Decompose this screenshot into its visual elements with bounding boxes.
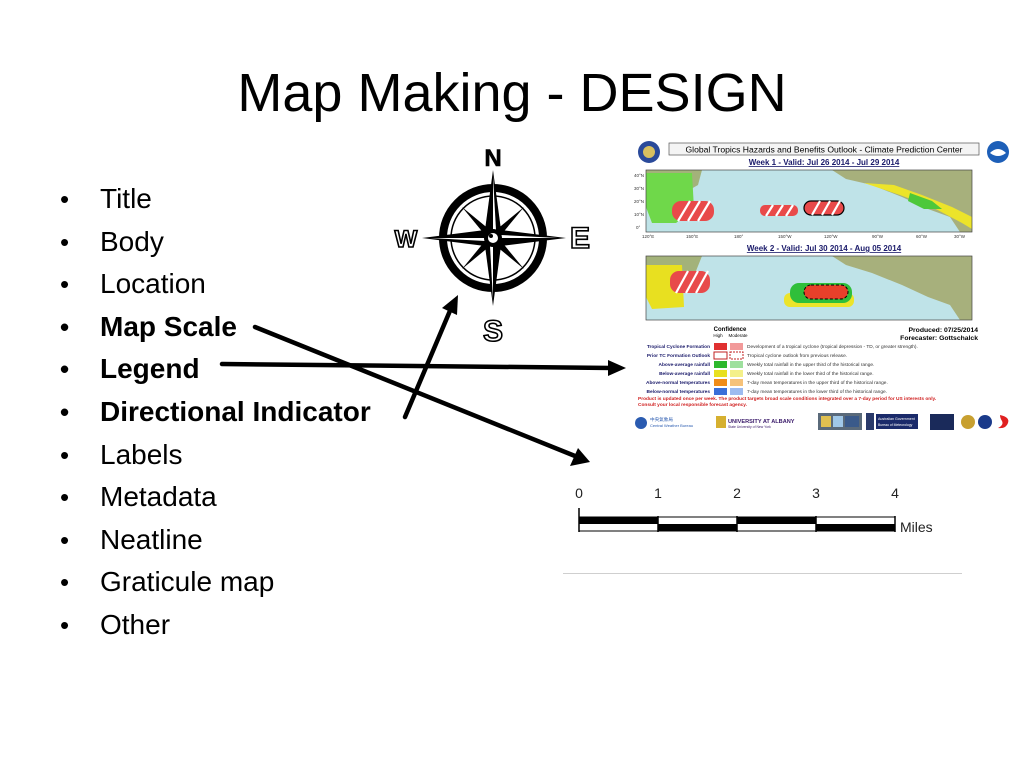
bullet-neatline: Neatline	[58, 519, 371, 562]
week2-map	[645, 255, 973, 321]
svg-text:90°W: 90°W	[872, 234, 884, 239]
produced-date: Produced: 07/25/2014	[908, 327, 978, 334]
bullet-list: Title Body Location Map Scale Legend Dir…	[58, 178, 371, 647]
compass-east-label: E	[570, 222, 590, 255]
bullet-map-scale: Map Scale	[58, 306, 371, 349]
compass-south-label: S	[483, 315, 503, 348]
divider-line	[563, 573, 962, 574]
bullet-graticule-map: Graticule map	[58, 561, 371, 604]
outlook-header: Global Tropics Hazards and Benefits Outl…	[685, 145, 962, 155]
svg-text:4: 4	[891, 485, 899, 501]
compass-star-icon	[422, 170, 566, 306]
bullet-location: Location	[58, 263, 371, 306]
ualbany-logo-icon	[716, 416, 726, 428]
slide-title: Map Making - DESIGN	[237, 63, 787, 123]
svg-text:0°: 0°	[636, 225, 641, 230]
svg-text:Development of a tropical cycl: Development of a tropical cyclone (tropi…	[747, 344, 918, 350]
svg-text:0: 0	[575, 485, 583, 501]
product-note: Product is updated once per week. The pr…	[638, 396, 936, 402]
confidence-moderate: Moderate	[728, 333, 748, 338]
svg-text:40°N: 40°N	[634, 173, 644, 178]
confidence-label: Confidence	[714, 327, 747, 333]
svg-text:2: 2	[733, 485, 741, 501]
hurricane-logo-icon	[998, 415, 1009, 429]
compass-north-label: N	[484, 145, 501, 172]
svg-text:150°W: 150°W	[778, 234, 792, 239]
svg-text:120°E: 120°E	[642, 234, 654, 239]
svg-text:中央氣象局: 中央氣象局	[650, 416, 673, 423]
compass-west-label: W	[395, 226, 418, 253]
svg-text:30°W: 30°W	[954, 234, 966, 239]
bullet-directional-indicator: Directional Indicator	[58, 391, 371, 434]
svg-text:60°W: 60°W	[916, 234, 928, 239]
svg-text:Australian Government: Australian Government	[878, 417, 915, 421]
svg-text:Above-average rainfall: Above-average rainfall	[659, 362, 710, 368]
scale-unit-label: Miles	[900, 519, 933, 535]
bullet-other: Other	[58, 604, 371, 647]
navy-seal-icon	[961, 415, 975, 429]
svg-text:3: 3	[812, 485, 820, 501]
compass-rose: N S E W	[394, 145, 591, 348]
svg-text:Weekly total rainfall in the l: Weekly total rainfall in the lower third…	[747, 371, 874, 377]
bullet-legend: Legend	[58, 348, 371, 391]
partner-logos: 中央氣象局 Central Weather Bureau UNIVERSITY …	[635, 413, 1009, 430]
svg-text:Bureau of Meteorology: Bureau of Meteorology	[878, 423, 913, 427]
svg-text:20°N: 20°N	[634, 199, 644, 204]
scale-tick-labels: 0 1 2 3 4	[575, 485, 899, 501]
svg-text:State University of New York: State University of New York	[728, 425, 771, 429]
svg-text:Tropical Cyclone Formation: Tropical Cyclone Formation	[647, 344, 710, 350]
svg-text:Tropical cyclone outlook from: Tropical cyclone outlook from previous r…	[747, 353, 847, 359]
svg-text:30°N: 30°N	[634, 186, 644, 191]
svg-text:1: 1	[654, 485, 662, 501]
svg-text:7-day mean temperatures in the: 7-day mean temperatures in the upper thi…	[747, 380, 888, 386]
consult-note: Consult your local responsible forecast …	[638, 402, 747, 408]
bullet-metadata: Metadata	[58, 476, 371, 519]
svg-text:Central Weather Bureau: Central Weather Bureau	[650, 423, 693, 428]
svg-text:10°N: 10°N	[634, 212, 644, 217]
svg-text:Prior TC Formation Outlook: Prior TC Formation Outlook	[647, 353, 710, 359]
week1-map	[645, 169, 973, 233]
map-legend: Tropical Cyclone Formation Prior TC Form…	[646, 343, 918, 395]
forecaster: Forecaster: Gottschalck	[900, 335, 978, 342]
week1-title: Week 1 - Valid: Jul 26 2014 - Jul 29 201…	[749, 158, 900, 167]
map-scale-bar: 0 1 2 3 4 Miles	[575, 485, 933, 535]
svg-text:Above-normal temperatures: Above-normal temperatures	[646, 380, 710, 386]
bullet-body: Body	[58, 221, 371, 264]
svg-text:180°: 180°	[734, 234, 744, 239]
week2-title: Week 2 - Valid: Jul 30 2014 - Aug 05 201…	[747, 244, 902, 253]
svg-text:Weekly total rainfall in the u: Weekly total rainfall in the upper third…	[747, 362, 874, 368]
hazards-outlook-map: Global Tropics Hazards and Benefits Outl…	[632, 137, 1016, 433]
svg-text:Below-normal temperatures: Below-normal temperatures	[647, 389, 711, 395]
confidence-high: High	[713, 333, 723, 338]
bullet-labels: Labels	[58, 434, 371, 477]
svg-text:7-day mean temperatures in the: 7-day mean temperatures in the lower thi…	[747, 389, 887, 395]
graticule-labels: 40°N 30°N 20°N 10°N 0° 120°E 150°E 180° …	[634, 173, 966, 239]
bullet-title: Title	[58, 178, 371, 221]
svg-text:UNIVERSITY AT ALBANY: UNIVERSITY AT ALBANY	[728, 419, 795, 425]
svg-text:150°E: 150°E	[686, 234, 698, 239]
svg-text:Below-average rainfall: Below-average rainfall	[659, 371, 710, 377]
svg-text:120°W: 120°W	[824, 234, 838, 239]
cwb-logo-icon	[635, 417, 647, 429]
navy-logo-icon	[930, 414, 954, 430]
bom-logo-icon	[876, 414, 918, 429]
